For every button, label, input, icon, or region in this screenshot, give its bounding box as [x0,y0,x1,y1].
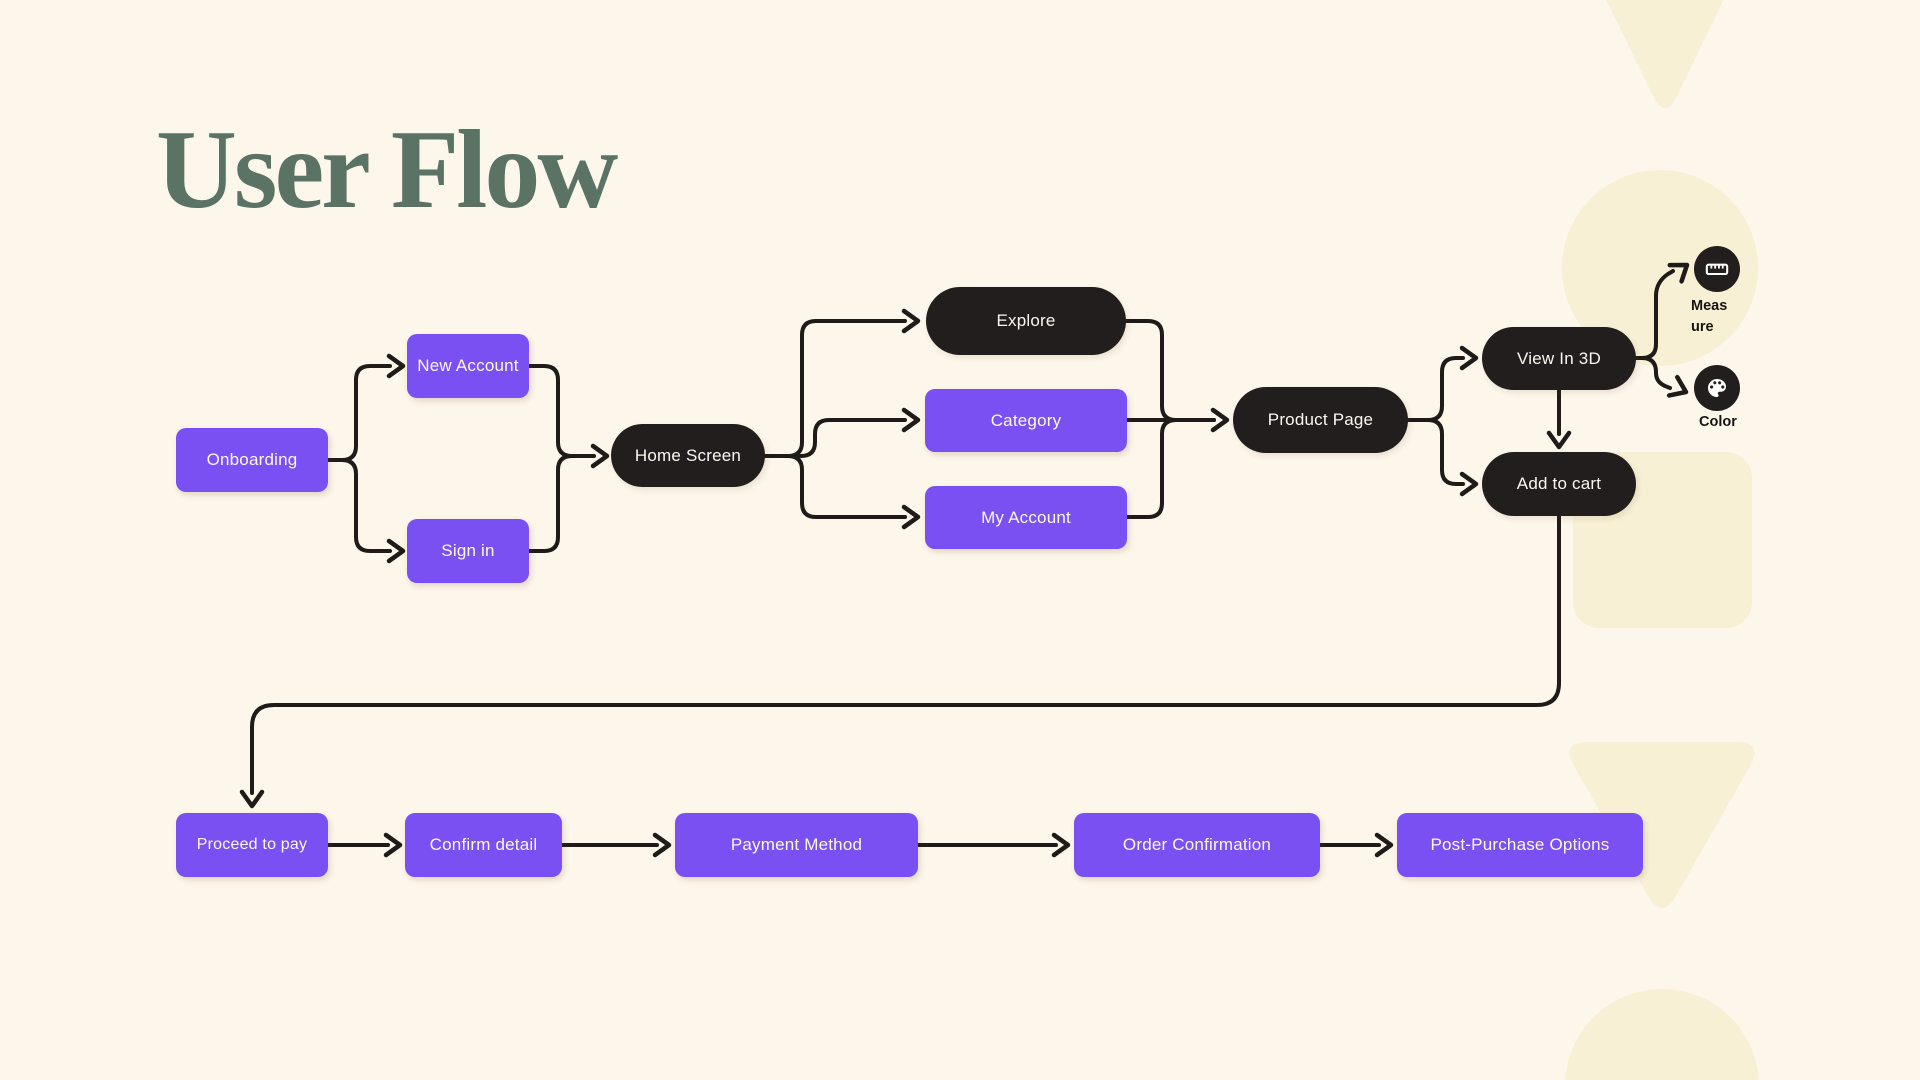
node-onboarding[interactable]: Onboarding [176,428,328,492]
color-icon-button[interactable] [1694,365,1740,411]
node-add-to-cart[interactable]: Add to cart [1482,452,1636,516]
node-order-confirmation[interactable]: Order Confirmation [1074,813,1320,877]
node-my-account[interactable]: My Account [925,486,1127,549]
palette-icon [1705,376,1729,400]
circle-shape-bottom [1565,989,1759,1080]
node-explore[interactable]: Explore [926,287,1126,355]
node-view-in-3d[interactable]: View In 3D [1482,327,1636,390]
triangle-shape-top [1606,0,1724,108]
node-category[interactable]: Category [925,389,1127,452]
ruler-icon [1704,256,1730,282]
node-proceed-to-pay[interactable]: Proceed to pay [176,813,328,877]
node-home-screen[interactable]: Home Screen [611,424,765,487]
arrowheads [239,262,1690,858]
page-title: User Flow [156,108,618,232]
node-post-purchase-options[interactable]: Post-Purchase Options [1397,813,1643,877]
node-payment-method[interactable]: Payment Method [675,813,918,877]
connector-lines [250,269,1675,847]
node-confirm-detail[interactable]: Confirm detail [405,813,562,877]
color-label: Color [1699,414,1737,430]
node-new-account[interactable]: New Account [407,334,529,398]
node-sign-in[interactable]: Sign in [407,519,529,583]
measure-label: Measure [1691,298,1728,335]
node-product-page[interactable]: Product Page [1233,387,1408,453]
circle-shape-right [1562,170,1758,366]
measure-icon-button[interactable] [1694,246,1740,292]
triangle-shape-mid [1569,742,1755,908]
